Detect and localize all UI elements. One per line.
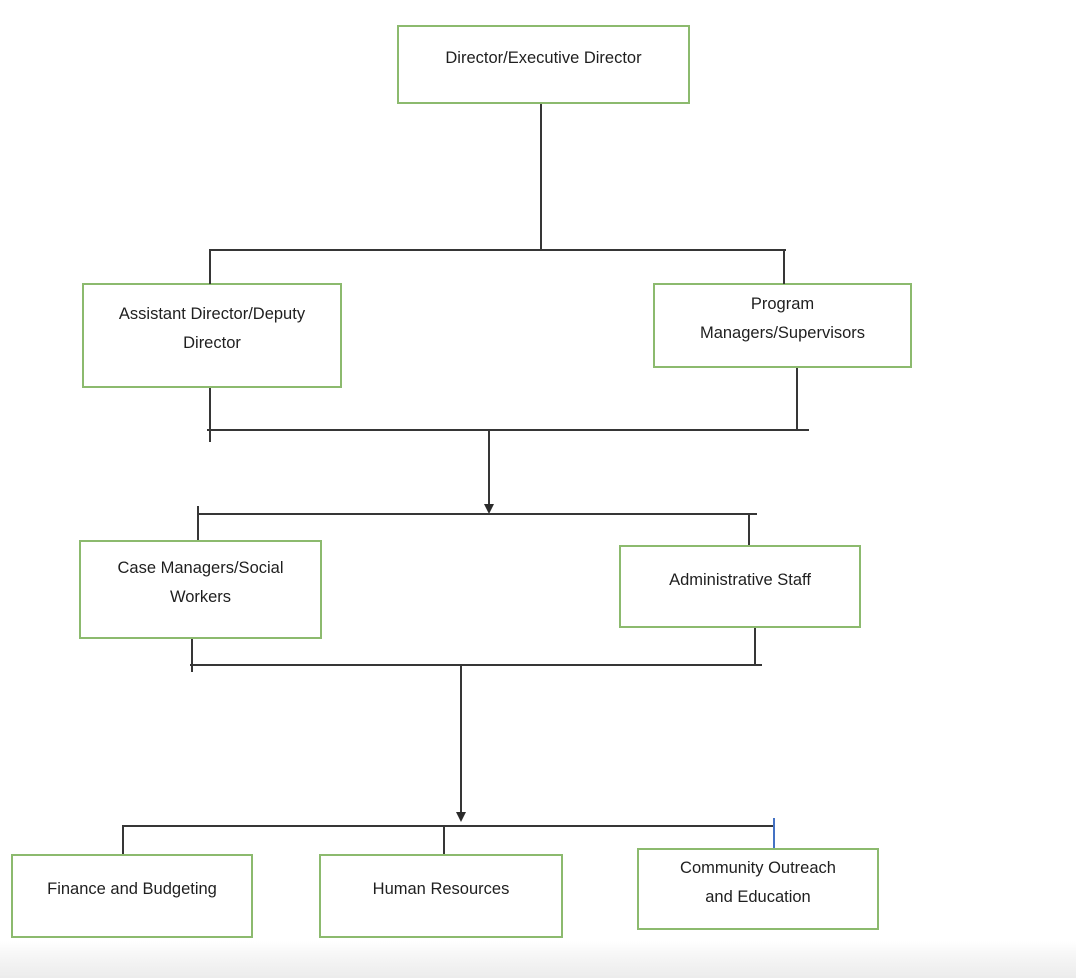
node-human-resources-label: Human Resources [372, 880, 510, 898]
connector-program-stem [796, 368, 798, 431]
connector-level3-rail [198, 513, 757, 515]
connector-level1-rail [209, 249, 786, 251]
connector-arrow1-stem [488, 429, 490, 505]
node-case-managers-label: Case Managers/Social Workers [117, 559, 284, 606]
node-finance-label: Finance and Budgeting [47, 880, 217, 898]
node-community-outreach-label: Community Outreach and Education [680, 858, 836, 906]
node-assistant-director[interactable]: Assistant Director/Deputy Director [82, 283, 342, 388]
connector-drop-assistant [209, 249, 211, 284]
connector-level4-rail [190, 664, 762, 666]
node-community-outreach[interactable]: Community Outreach and Education [637, 848, 879, 930]
connector-director-stem [540, 104, 542, 250]
node-administrative-staff[interactable]: Administrative Staff [619, 545, 861, 628]
connector-arrow2-stem [460, 664, 462, 812]
connector-admin-stem [754, 628, 756, 666]
node-director[interactable]: Director/Executive Director [397, 25, 690, 104]
node-administrative-staff-label: Administrative Staff [669, 570, 811, 589]
connector-level2-rail [207, 429, 809, 431]
node-finance[interactable]: Finance and Budgeting [11, 854, 253, 938]
arrowhead-down-2 [456, 812, 466, 822]
page-edge-strip [0, 941, 1076, 978]
node-program-managers-label: Program Managers/Supervisors [699, 295, 866, 342]
arrowhead-down-1 [484, 504, 494, 514]
node-human-resources[interactable]: Human Resources [319, 854, 563, 938]
connector-drop-community-blue [773, 818, 775, 848]
connector-drop-finance [122, 825, 124, 854]
connector-drop-hr [443, 825, 445, 854]
connector-level5-rail [122, 825, 774, 827]
node-case-managers[interactable]: Case Managers/Social Workers [79, 540, 322, 639]
connector-assistant-stem [209, 388, 211, 442]
node-assistant-director-label: Assistant Director/Deputy Director [118, 305, 306, 352]
node-program-managers[interactable]: Program Managers/Supervisors [653, 283, 912, 368]
node-director-label: Director/Executive Director [445, 48, 642, 67]
connector-drop-program [783, 249, 785, 284]
connector-case-stem [191, 639, 193, 672]
connector-drop-admin [748, 513, 750, 545]
connector-drop-case [197, 506, 199, 540]
